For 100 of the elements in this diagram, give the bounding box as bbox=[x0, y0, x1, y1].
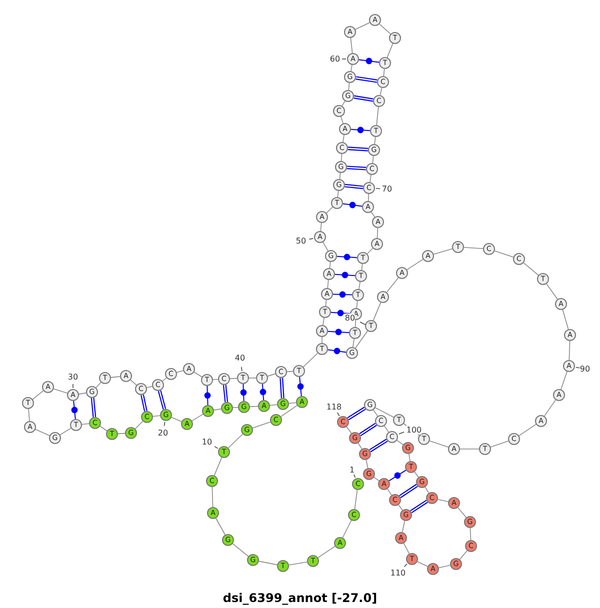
backbone-line bbox=[96, 382, 102, 388]
backbone-line bbox=[35, 429, 50, 436]
backbone-line bbox=[348, 82, 350, 90]
backbone-line bbox=[214, 457, 222, 476]
backbone-line bbox=[322, 242, 328, 252]
backbone-line bbox=[352, 338, 354, 348]
backbone-line bbox=[490, 440, 509, 448]
base-pair-line bbox=[73, 400, 76, 420]
backbone-line bbox=[325, 300, 327, 306]
backbone-line bbox=[373, 410, 378, 416]
backbone-line bbox=[470, 528, 472, 540]
backbone-line bbox=[53, 388, 68, 394]
backbone-line bbox=[523, 262, 539, 276]
base-pair-line bbox=[342, 203, 363, 207]
backbone-line bbox=[100, 426, 108, 432]
backbone-line bbox=[230, 378, 238, 380]
backbone-line bbox=[78, 392, 86, 394]
base-pair-line bbox=[140, 394, 148, 412]
backbone-line bbox=[318, 546, 336, 558]
backbone-line bbox=[329, 262, 331, 268]
position-number: 1 bbox=[349, 466, 355, 474]
base-pair-line bbox=[346, 166, 366, 170]
backbone-line bbox=[366, 248, 374, 254]
backbone-line bbox=[176, 370, 184, 373]
backbone-line bbox=[232, 543, 249, 557]
backbone-line bbox=[408, 454, 410, 462]
backbone-line bbox=[544, 400, 556, 416]
backbone-line bbox=[376, 106, 379, 126]
position-number: 40 bbox=[234, 354, 246, 362]
backbone-line bbox=[460, 448, 480, 450]
backbone-line bbox=[386, 43, 394, 58]
backbone-line bbox=[383, 68, 385, 76]
backbone-line bbox=[32, 390, 44, 400]
backbone-line bbox=[518, 424, 536, 436]
backbone-line bbox=[370, 212, 376, 218]
backbone-line bbox=[437, 498, 449, 502]
base-pair-line bbox=[359, 422, 377, 436]
backbone-line bbox=[398, 504, 403, 511]
position-number: 100 bbox=[406, 426, 422, 434]
base-pair-line bbox=[350, 128, 370, 132]
backbone-line bbox=[28, 408, 30, 422]
backbone-line bbox=[346, 426, 352, 434]
position-number: 10 bbox=[202, 438, 212, 446]
backbone-line bbox=[374, 407, 394, 418]
backbone-line bbox=[356, 300, 358, 308]
base-pair-line bbox=[262, 383, 264, 401]
backbone-line bbox=[376, 228, 378, 238]
base-pair-line bbox=[332, 294, 352, 296]
backbone-line bbox=[194, 372, 202, 378]
base-pair-line bbox=[344, 184, 364, 190]
backbone-line bbox=[302, 352, 318, 368]
backbone-line bbox=[340, 154, 342, 162]
position-number: 110 bbox=[390, 568, 406, 578]
backbone-line bbox=[252, 422, 271, 428]
position-number: 90 bbox=[580, 364, 590, 374]
backbone-line bbox=[560, 371, 568, 390]
backbone-line bbox=[379, 24, 391, 34]
backbone-line bbox=[370, 174, 372, 182]
backbone-line bbox=[387, 488, 392, 496]
base-pair-line bbox=[327, 349, 347, 353]
backbone-line bbox=[546, 283, 558, 300]
backbone-line bbox=[368, 194, 370, 202]
backbone-line bbox=[372, 156, 374, 164]
backbone-line bbox=[110, 376, 120, 378]
backbone-line bbox=[130, 380, 137, 386]
backbone-line bbox=[457, 507, 467, 518]
base-pair-line bbox=[328, 330, 350, 334]
backbone-line bbox=[358, 282, 360, 290]
base-pair-line bbox=[299, 376, 302, 397]
backbone-line bbox=[355, 330, 368, 348]
base-pair-line bbox=[399, 484, 418, 498]
backbone-line bbox=[568, 340, 570, 360]
base-pair-line bbox=[222, 384, 228, 402]
backbone-line bbox=[374, 136, 376, 144]
backbone-line bbox=[402, 520, 406, 533]
backbone-line bbox=[258, 560, 278, 566]
backbone-line bbox=[358, 442, 362, 450]
backbone-line bbox=[354, 490, 358, 510]
position-number: 60 bbox=[330, 54, 340, 64]
backbone-line bbox=[322, 318, 324, 326]
backbone-line bbox=[403, 542, 410, 554]
backbone-line bbox=[429, 440, 449, 448]
base-pair-line bbox=[330, 312, 350, 314]
backbone-line bbox=[386, 277, 399, 293]
backbone-line bbox=[337, 190, 339, 198]
caption: dsi_6399_annot [-27.0] bbox=[222, 591, 378, 605]
backbone-line bbox=[406, 258, 424, 270]
base-pair-line bbox=[356, 76, 378, 83]
backbone-line bbox=[212, 486, 214, 508]
backbone-line bbox=[414, 471, 419, 478]
base-pair-line bbox=[242, 384, 244, 402]
base-pair-line bbox=[206, 386, 208, 406]
backbone-line bbox=[372, 302, 382, 321]
base-pair-line bbox=[369, 438, 388, 452]
backbone-line bbox=[350, 64, 352, 72]
backbone-line bbox=[146, 386, 153, 388]
base-pair-line bbox=[348, 146, 368, 152]
backbone-line bbox=[162, 377, 167, 382]
backbone-line bbox=[459, 550, 468, 560]
backbone-line bbox=[374, 476, 380, 482]
